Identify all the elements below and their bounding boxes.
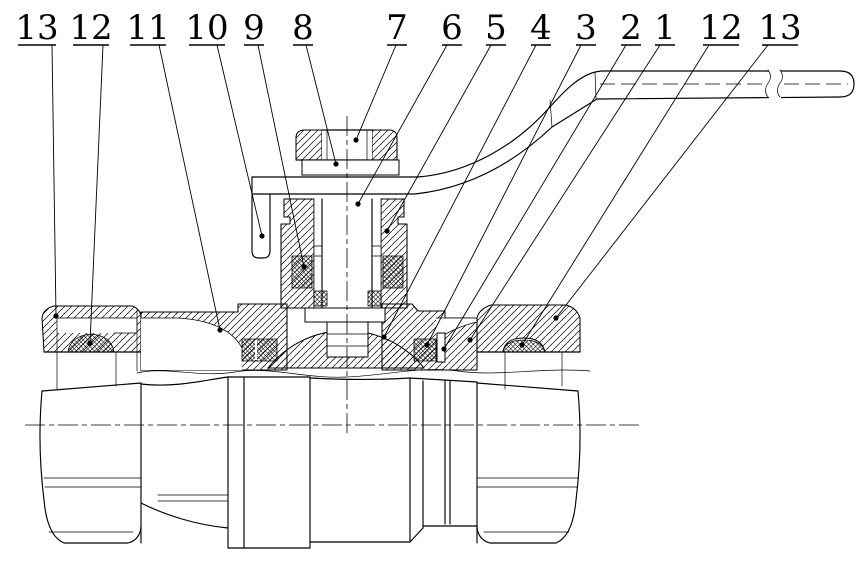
callout-part-dot: [441, 346, 447, 352]
callout-leader-line: [443, 44, 627, 350]
callout-leader-line: [216, 44, 263, 237]
callout-leader-line: [383, 44, 537, 338]
callout-leader-line: [426, 44, 582, 346]
stem-flange: [304, 307, 386, 323]
callout-10-3: 10: [185, 8, 265, 239]
callout-3-10: 3: [424, 8, 597, 348]
callout-leader-line: [89, 44, 104, 344]
callout-leader-line: [555, 44, 769, 319]
right-seat-ring: [413, 338, 437, 362]
callout-part-dot: [333, 161, 339, 167]
callout-part-dot: [301, 264, 307, 270]
callout-leader-line: [469, 44, 661, 341]
section-break-line: [136, 369, 591, 378]
callout-label: 5: [485, 8, 507, 48]
callout-label: 6: [441, 8, 463, 48]
callout-label: 13: [15, 8, 58, 48]
stem-packing-left: [291, 255, 313, 289]
stem-packing-right: [382, 255, 404, 289]
callout-label: 10: [185, 8, 228, 48]
callout-label: 3: [575, 8, 597, 48]
callout-label: 12: [69, 8, 112, 48]
callout-label: 12: [699, 8, 742, 48]
thrust-seal-left: [313, 290, 328, 307]
callout-9-4: 9: [243, 8, 307, 270]
callout-13-14: 13: [553, 8, 802, 321]
centerlines: [25, 116, 640, 433]
thrust-seal-right: [367, 290, 382, 307]
callout-11-2: 11: [126, 8, 223, 333]
handle-lever: [251, 68, 855, 259]
bonnet-right: [380, 198, 408, 309]
callout-leader-line: [521, 44, 710, 346]
left-end-cap-exterior: [39, 351, 142, 544]
callout-part-dot: [553, 315, 559, 321]
callout-1-12: 1: [467, 8, 676, 343]
valve-exterior: [39, 351, 581, 549]
callout-6-7: 6: [355, 8, 463, 207]
callout-label: 2: [620, 8, 642, 48]
handle-mount-tab: [251, 176, 271, 259]
callout-label: 9: [243, 8, 265, 48]
right-end-cap-section: [476, 304, 581, 353]
callout-leader-line: [357, 44, 448, 205]
callout-part-dot: [259, 233, 265, 239]
callout-label: 1: [654, 8, 676, 48]
callout-label: 4: [530, 8, 552, 48]
callout-label: 11: [126, 8, 169, 48]
callout-2-11: 2: [441, 8, 642, 352]
callout-7-6: 7: [353, 8, 408, 143]
left-neck-exterior: [140, 376, 229, 529]
callout-13-0: 13: [15, 8, 59, 319]
callout-label: 13: [758, 8, 801, 48]
stem-nut-left: [295, 129, 323, 161]
stem-tang: [326, 321, 369, 358]
callout-leader-line: [386, 44, 492, 232]
right-end-cap-exterior: [476, 351, 581, 544]
callout-part-dot: [381, 334, 387, 340]
callout-5-8: 5: [384, 8, 507, 234]
callout-part-dot: [355, 201, 361, 207]
callout-part-dot: [384, 228, 390, 234]
callout-part-dot: [353, 137, 359, 143]
right-spigot-exterior: [409, 377, 478, 529]
callout-label: 8: [292, 8, 314, 48]
callout-12-13: 12: [519, 8, 743, 348]
bonnet-left: [280, 198, 315, 309]
callout-part-dot: [424, 342, 430, 348]
callout-leader-line: [257, 44, 305, 268]
body-center-exterior: [227, 376, 424, 549]
callout-12-1: 12: [69, 8, 113, 346]
callout-leader-line: [355, 44, 397, 141]
left-seat-ring: [241, 338, 278, 362]
callout-4-9: 4: [381, 8, 552, 340]
body-right-section: [381, 303, 478, 371]
callout-leader-line: [305, 44, 337, 165]
callout-part-dot: [217, 327, 223, 333]
callout-leader-line: [51, 44, 57, 317]
callout-leader-line: [158, 44, 221, 331]
callout-part-dot: [519, 342, 525, 348]
callout-part-dot: [53, 313, 59, 319]
stem-washer: [301, 159, 400, 176]
callout-part-dot: [87, 340, 93, 346]
stem-assembly: [280, 129, 408, 358]
callout-8-5: 8: [292, 8, 339, 167]
body-left-section: [140, 303, 288, 371]
callout-label: 7: [386, 8, 408, 48]
stem-nut-right: [371, 129, 398, 161]
callout-part-dot: [467, 337, 473, 343]
